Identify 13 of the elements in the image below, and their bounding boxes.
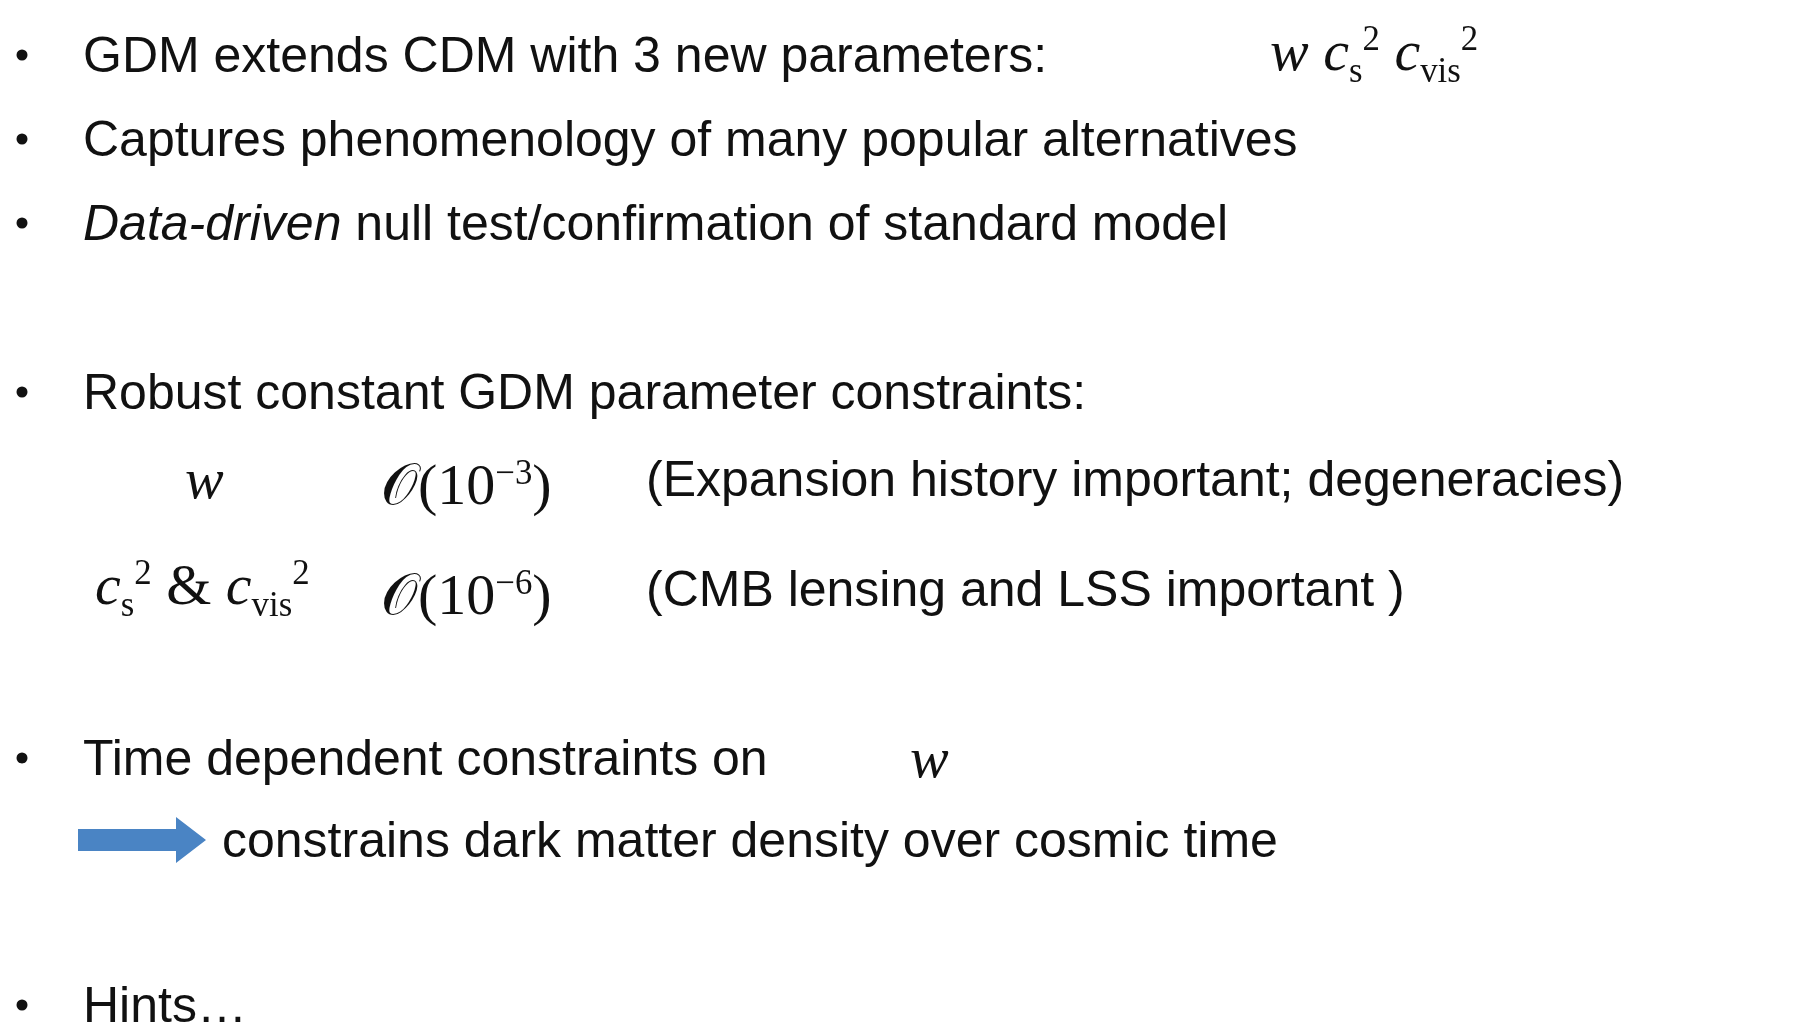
bullet-text: Captures phenomenology of many popular alternatives (83, 110, 1298, 169)
bullet-text: Time dependent constraints on (83, 729, 768, 788)
math-symbol: w (910, 728, 949, 788)
bullet-text: Robust constant GDM parameter constraints: (83, 363, 1087, 422)
math-symbol: w (185, 449, 224, 509)
math-expression: 𝒪(10$^{−6}$) (381, 561, 552, 626)
bullet-text: Data-driven null test/confirmation of standard model (83, 194, 1229, 253)
note-text: (Expansion history important; degeneracies) (646, 450, 1625, 509)
bullet-text: GDM extends CDM with 3 new parameters: (83, 26, 1048, 85)
bullet-text: Hints… (83, 976, 247, 1032)
result-text: constrains dark matter density over cosmic time (222, 811, 1278, 870)
math-expression: 𝒪(10$^{−3}$) (381, 451, 552, 516)
note-text: (CMB lensing and LSS important ) (646, 560, 1405, 619)
